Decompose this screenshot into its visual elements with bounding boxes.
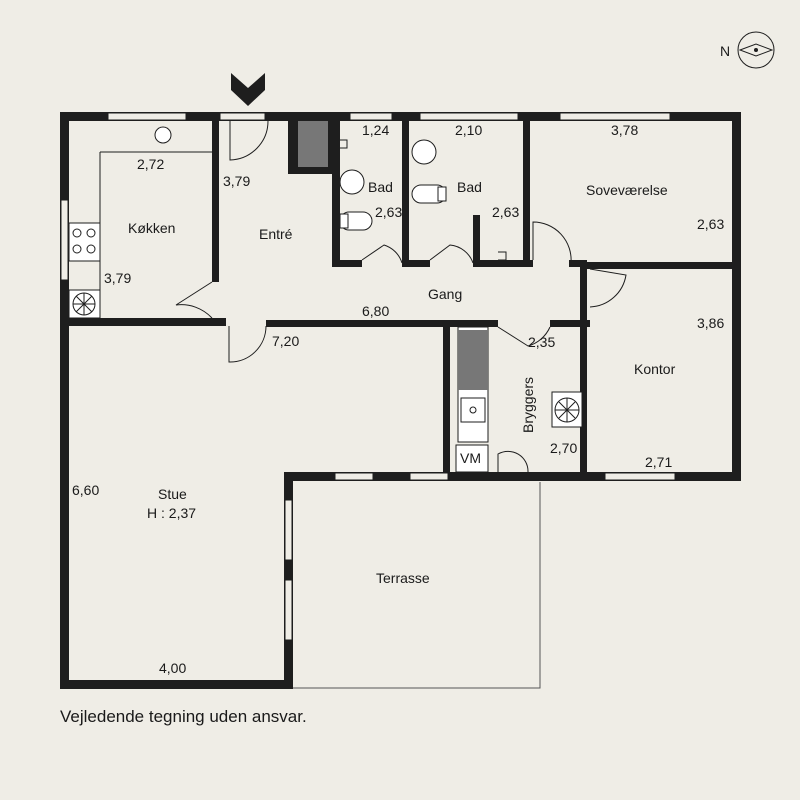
compass-needle-icon <box>738 43 774 57</box>
dim-kitchen-height: 3,79 <box>104 270 131 286</box>
room-bath2-label: Bad <box>457 179 482 195</box>
dim-bath2-width: 2,10 <box>455 122 482 138</box>
room-bath1-label: Bad <box>368 179 393 195</box>
dim-bath2-height: 2,63 <box>492 204 519 220</box>
bath2-sink-icon <box>411 139 437 165</box>
utility-sink-icon <box>460 397 486 423</box>
dim-office-width: 2,71 <box>645 454 672 470</box>
dim-living-height: 6,60 <box>72 482 99 498</box>
dim-office-height: 3,86 <box>697 315 724 331</box>
entrance-arrow-icon <box>231 73 265 106</box>
disclaimer-text: Vejledende tegning uden ansvar. <box>60 707 307 726</box>
stove-icon <box>68 222 101 262</box>
room-utility-label: Bryggers <box>520 377 536 433</box>
compass-icon <box>737 31 775 69</box>
room-labels: Køkken Entré Bad Bad Soveværelse Gang Ko… <box>128 179 676 586</box>
dim-utility-height: 2,70 <box>550 440 577 456</box>
room-entry-label: Entré <box>259 226 293 242</box>
room-living-label: Stue <box>158 486 187 502</box>
dim-kitchen-width: 2,72 <box>137 156 164 172</box>
dim-bath1-height: 2,63 <box>375 204 402 220</box>
room-hall-label: Gang <box>428 286 462 302</box>
vm-box <box>455 444 489 473</box>
dim-entry-height: 3,79 <box>223 173 250 189</box>
dim-hall-width: 6,80 <box>362 303 389 319</box>
room-terrace-label: Terrasse <box>376 570 430 586</box>
dim-bedroom-width: 3,78 <box>611 122 638 138</box>
dim-utility-width: 2,35 <box>528 334 555 350</box>
room-kitchen-label: Køkken <box>128 220 175 236</box>
room-office-label: Kontor <box>634 361 676 377</box>
room-vm-label: VM <box>460 450 481 466</box>
bath1-sink-icon <box>339 169 365 195</box>
dimension-labels: 2,72 3,79 3,79 1,24 2,63 2,10 2,63 3,78 … <box>72 122 724 676</box>
dim-bath1-width: 1,24 <box>362 122 389 138</box>
doors <box>175 120 627 473</box>
kitchen-sink-icon <box>154 126 172 144</box>
dim-living-width-top: 7,20 <box>272 333 299 349</box>
room-bedroom-label: Soveværelse <box>586 182 668 198</box>
dim-living-width-bottom: 4,00 <box>159 660 186 676</box>
dim-bedroom-height: 2,63 <box>697 216 724 232</box>
compass: N <box>720 31 775 69</box>
interior-walls <box>60 112 741 481</box>
windows <box>60 112 676 641</box>
outer-walls <box>60 112 741 689</box>
room-living-height: H : 2,37 <box>147 505 196 521</box>
fixtures <box>68 126 583 473</box>
compass-north-label: N <box>720 43 730 59</box>
